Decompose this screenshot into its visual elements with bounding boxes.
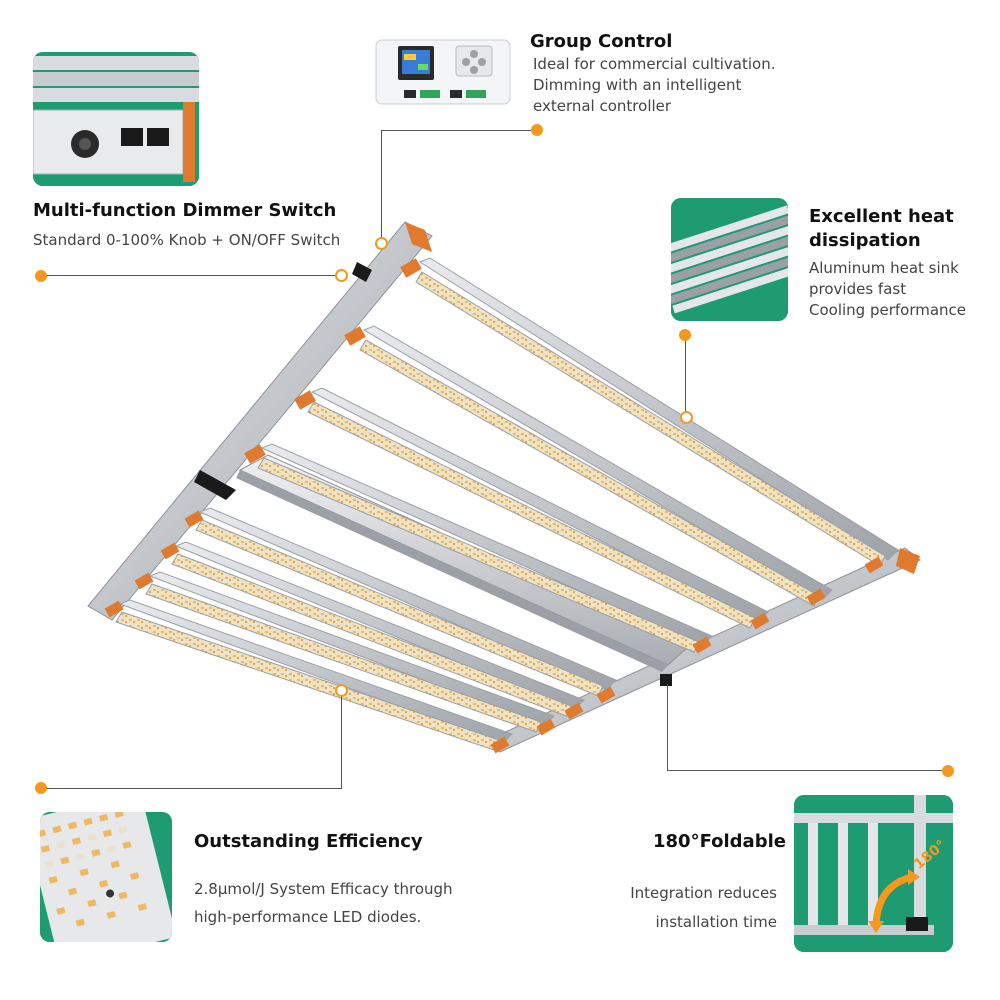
callout-line [667,770,947,771]
callout-line [41,275,341,276]
led-diodes-image [40,812,172,942]
efficiency-description: 2.8μmol/J System Efficacy through high-p… [194,875,453,931]
foldable-title: 180°Foldable [653,831,786,852]
group-control-title: Group Control [530,31,673,52]
callout-dot [531,124,543,136]
heat-dissipation-title-line: Excellent heat [809,206,954,227]
dimmer-switch-line: Standard 0-100% Knob + ON/OFF Switch [33,231,341,249]
callout-line [41,788,341,789]
heat-dissipation-line: provides fast [809,280,907,298]
heat-dissipation-title: Excellent heat dissipation [809,205,954,253]
heat-dissipation-line: Aluminum heat sink [809,259,959,277]
callout-dot [35,270,47,282]
foldable-description: Integration reduces installation time [600,879,777,937]
dimmer-switch-title: Multi-function Dimmer Switch [33,200,337,221]
callout-ring [335,684,348,697]
callout-dot [35,782,47,794]
group-control-description: Ideal for commercial cultivation. Dimmin… [533,54,776,117]
controller-image [374,36,514,108]
efficiency-line: 2.8μmol/J System Efficacy through [194,880,453,898]
callout-line [667,684,668,771]
group-control-line: Ideal for commercial cultivation. [533,55,776,73]
callout-dot [679,329,691,341]
foldable-line: Integration reduces [630,884,777,902]
efficiency-title: Outstanding Efficiency [194,831,423,852]
group-control-line: external controller [533,97,672,115]
heat-sink-image [671,198,788,321]
heat-dissipation-line: Cooling performance [809,301,967,319]
callout-line [685,335,686,417]
callout-line [341,690,342,789]
callout-ring [335,269,348,282]
group-control-line: Dimming with an intelligent [533,76,742,94]
foldable-image: 180° [794,795,953,952]
heat-dissipation-description: Aluminum heat sink provides fast Cooling… [809,258,966,321]
dimmer-switch-image [33,52,199,186]
heat-dissipation-title-line: dissipation [809,230,921,251]
foldable-line: installation time [655,913,777,931]
dimmer-switch-description: Standard 0-100% Knob + ON/OFF Switch [33,230,340,251]
callout-dot [942,765,954,777]
efficiency-line: high-performance LED diodes. [194,908,422,926]
callout-ring [375,237,388,250]
callout-ring [680,411,693,424]
callout-line [381,130,537,131]
callout-line [381,130,382,242]
